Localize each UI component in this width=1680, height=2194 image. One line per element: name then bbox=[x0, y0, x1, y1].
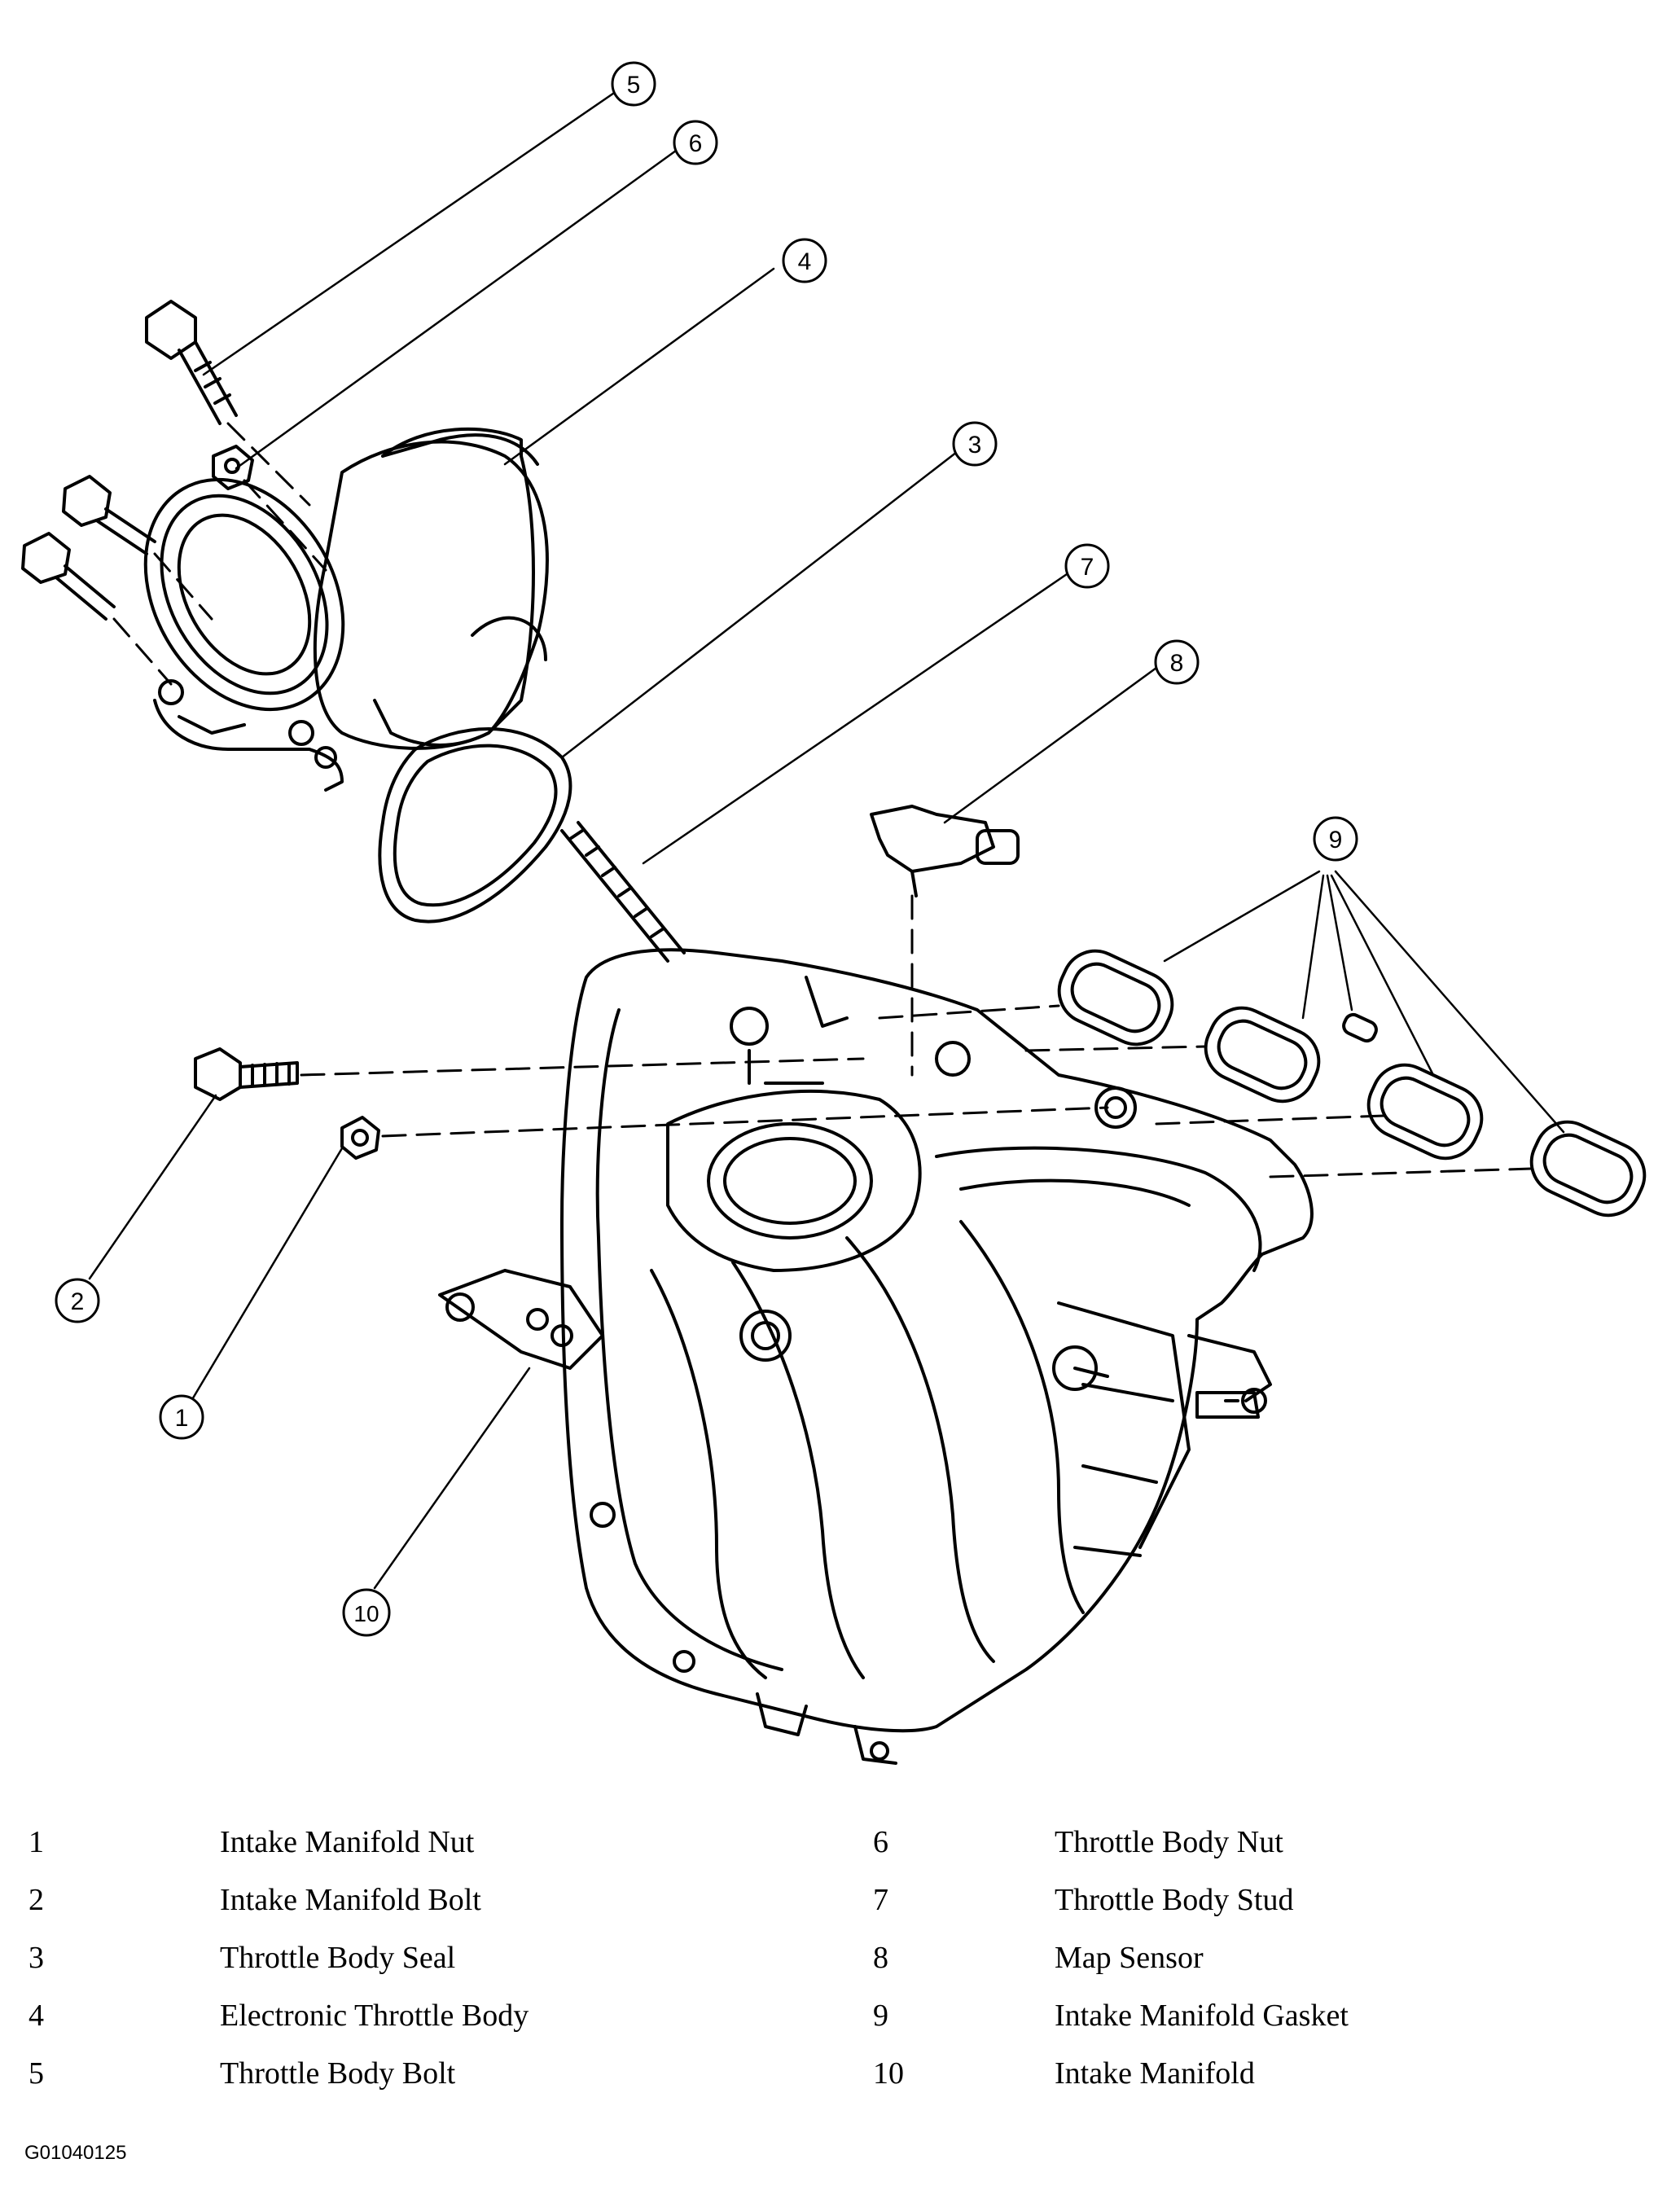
legend-number: 3 bbox=[29, 1941, 44, 1975]
callout-labels: 5 6 4 3 7 8 9 2 1 10 bbox=[55, 61, 1358, 1637]
legend-number: 1 bbox=[29, 1825, 44, 1859]
callout-9: 9 bbox=[1313, 816, 1358, 862]
legend-label: Intake Manifold Gasket bbox=[1055, 1999, 1349, 2033]
legend-number: 6 bbox=[873, 1825, 888, 1859]
svg-text:9: 9 bbox=[1329, 827, 1343, 853]
legend-label: Throttle Body Stud bbox=[1055, 1883, 1294, 1917]
callout-8: 8 bbox=[1154, 639, 1200, 685]
legend-label: Electronic Throttle Body bbox=[220, 1999, 529, 2033]
callout-7: 7 bbox=[1064, 543, 1110, 589]
throttle-body-bolts-lower bbox=[21, 475, 156, 621]
legend-number: 2 bbox=[29, 1883, 44, 1917]
svg-text:6: 6 bbox=[689, 130, 703, 157]
svg-text:7: 7 bbox=[1081, 554, 1094, 581]
throttle-body-stud bbox=[560, 821, 686, 963]
legend-label: Map Sensor bbox=[1055, 1941, 1204, 1975]
svg-text:2: 2 bbox=[71, 1288, 85, 1315]
legend-label: Intake Manifold Bolt bbox=[220, 1883, 481, 1917]
legend-label: Throttle Body Seal bbox=[220, 1941, 456, 1975]
callout-5: 5 bbox=[611, 61, 656, 107]
intake-manifold-gaskets bbox=[1057, 949, 1647, 1218]
callout-6: 6 bbox=[673, 120, 718, 165]
intake-manifold-bolt bbox=[194, 1047, 299, 1101]
intake-manifold-nut bbox=[340, 1116, 380, 1160]
legend-number: 10 bbox=[873, 2056, 904, 2091]
callout-3: 3 bbox=[952, 421, 998, 467]
legend-number: 4 bbox=[29, 1999, 44, 2033]
throttle-body-seal bbox=[378, 727, 572, 924]
intake-manifold bbox=[438, 948, 1314, 1765]
callout-4: 4 bbox=[782, 238, 827, 283]
legend-number: 5 bbox=[29, 2056, 44, 2091]
legend-number: 7 bbox=[873, 1883, 888, 1917]
svg-text:4: 4 bbox=[798, 248, 812, 275]
legend-label: Throttle Body Nut bbox=[1055, 1825, 1283, 1859]
callout-2: 2 bbox=[55, 1278, 100, 1323]
svg-text:10: 10 bbox=[353, 1601, 379, 1626]
legend-number: 8 bbox=[873, 1941, 888, 1975]
legend-label: Intake Manifold bbox=[1055, 2056, 1255, 2091]
legend-label: Throttle Body Bolt bbox=[220, 2056, 456, 2091]
electronic-throttle-body bbox=[143, 427, 549, 792]
legend-number: 9 bbox=[873, 1999, 888, 2033]
svg-text:5: 5 bbox=[627, 72, 641, 99]
svg-text:1: 1 bbox=[175, 1405, 189, 1432]
throttle-body-bolt bbox=[145, 300, 238, 425]
leader-lines bbox=[88, 88, 1565, 1590]
legend-label: Intake Manifold Nut bbox=[220, 1825, 475, 1859]
svg-text:3: 3 bbox=[968, 432, 982, 459]
exploded-parts-diagram: 5 6 4 3 7 8 9 2 1 10 bbox=[21, 61, 1647, 1765]
callout-10: 10 bbox=[342, 1588, 391, 1637]
figure-id: G01040125 bbox=[24, 2142, 127, 2164]
map-sensor bbox=[870, 805, 1020, 897]
callout-1: 1 bbox=[159, 1394, 204, 1440]
svg-text:8: 8 bbox=[1170, 650, 1184, 677]
alignment-lines bbox=[112, 422, 1533, 1178]
